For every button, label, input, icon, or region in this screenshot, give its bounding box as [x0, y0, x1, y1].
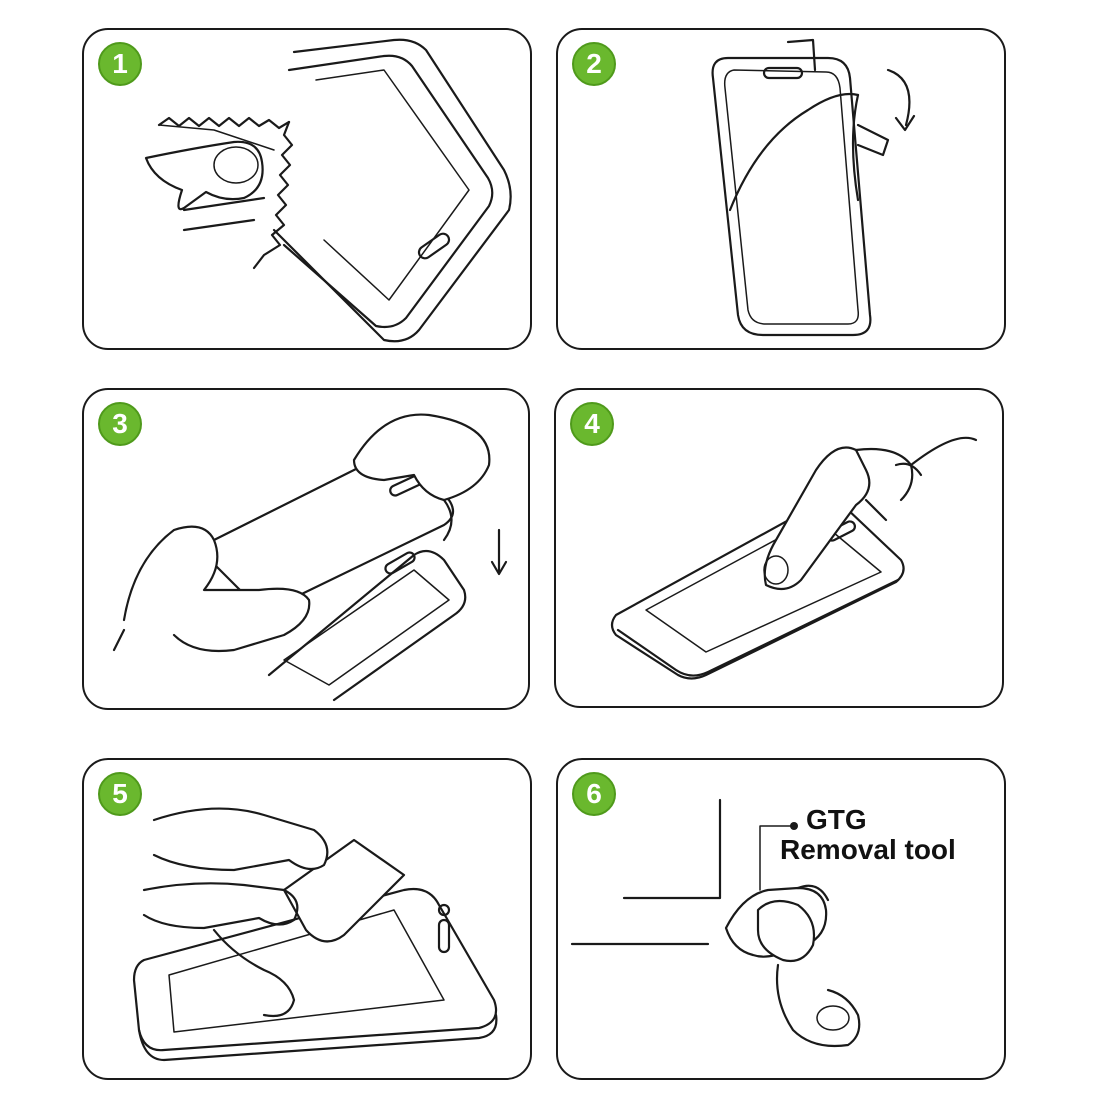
step-number-badge: 3	[98, 402, 142, 446]
step-number-badge: 5	[98, 772, 142, 816]
clean-screen-illustration	[144, 38, 512, 343]
step-1-panel: 1	[82, 28, 532, 350]
tool-label-brand: GTG	[806, 804, 867, 835]
step-number-badge: 1	[98, 42, 142, 86]
tool-label-name: Removal tool	[780, 834, 956, 865]
step-3-panel: 3	[82, 388, 530, 710]
step-number-badge: 4	[570, 402, 614, 446]
step-4-panel: 4	[554, 388, 1004, 708]
smooth-bubbles-illustration	[132, 807, 498, 1062]
step-6-panel: 6 GTG Removal tool	[556, 758, 1006, 1080]
step-2-panel: 2	[556, 28, 1006, 350]
step-number-badge: 6	[572, 772, 616, 816]
peel-film-illustration	[711, 38, 916, 337]
removal-tool-illustration	[570, 798, 861, 1048]
step-5-panel: 5	[82, 758, 532, 1080]
step-number-badge: 2	[572, 42, 616, 86]
align-protector-illustration	[112, 413, 508, 702]
press-center-illustration	[610, 436, 978, 680]
